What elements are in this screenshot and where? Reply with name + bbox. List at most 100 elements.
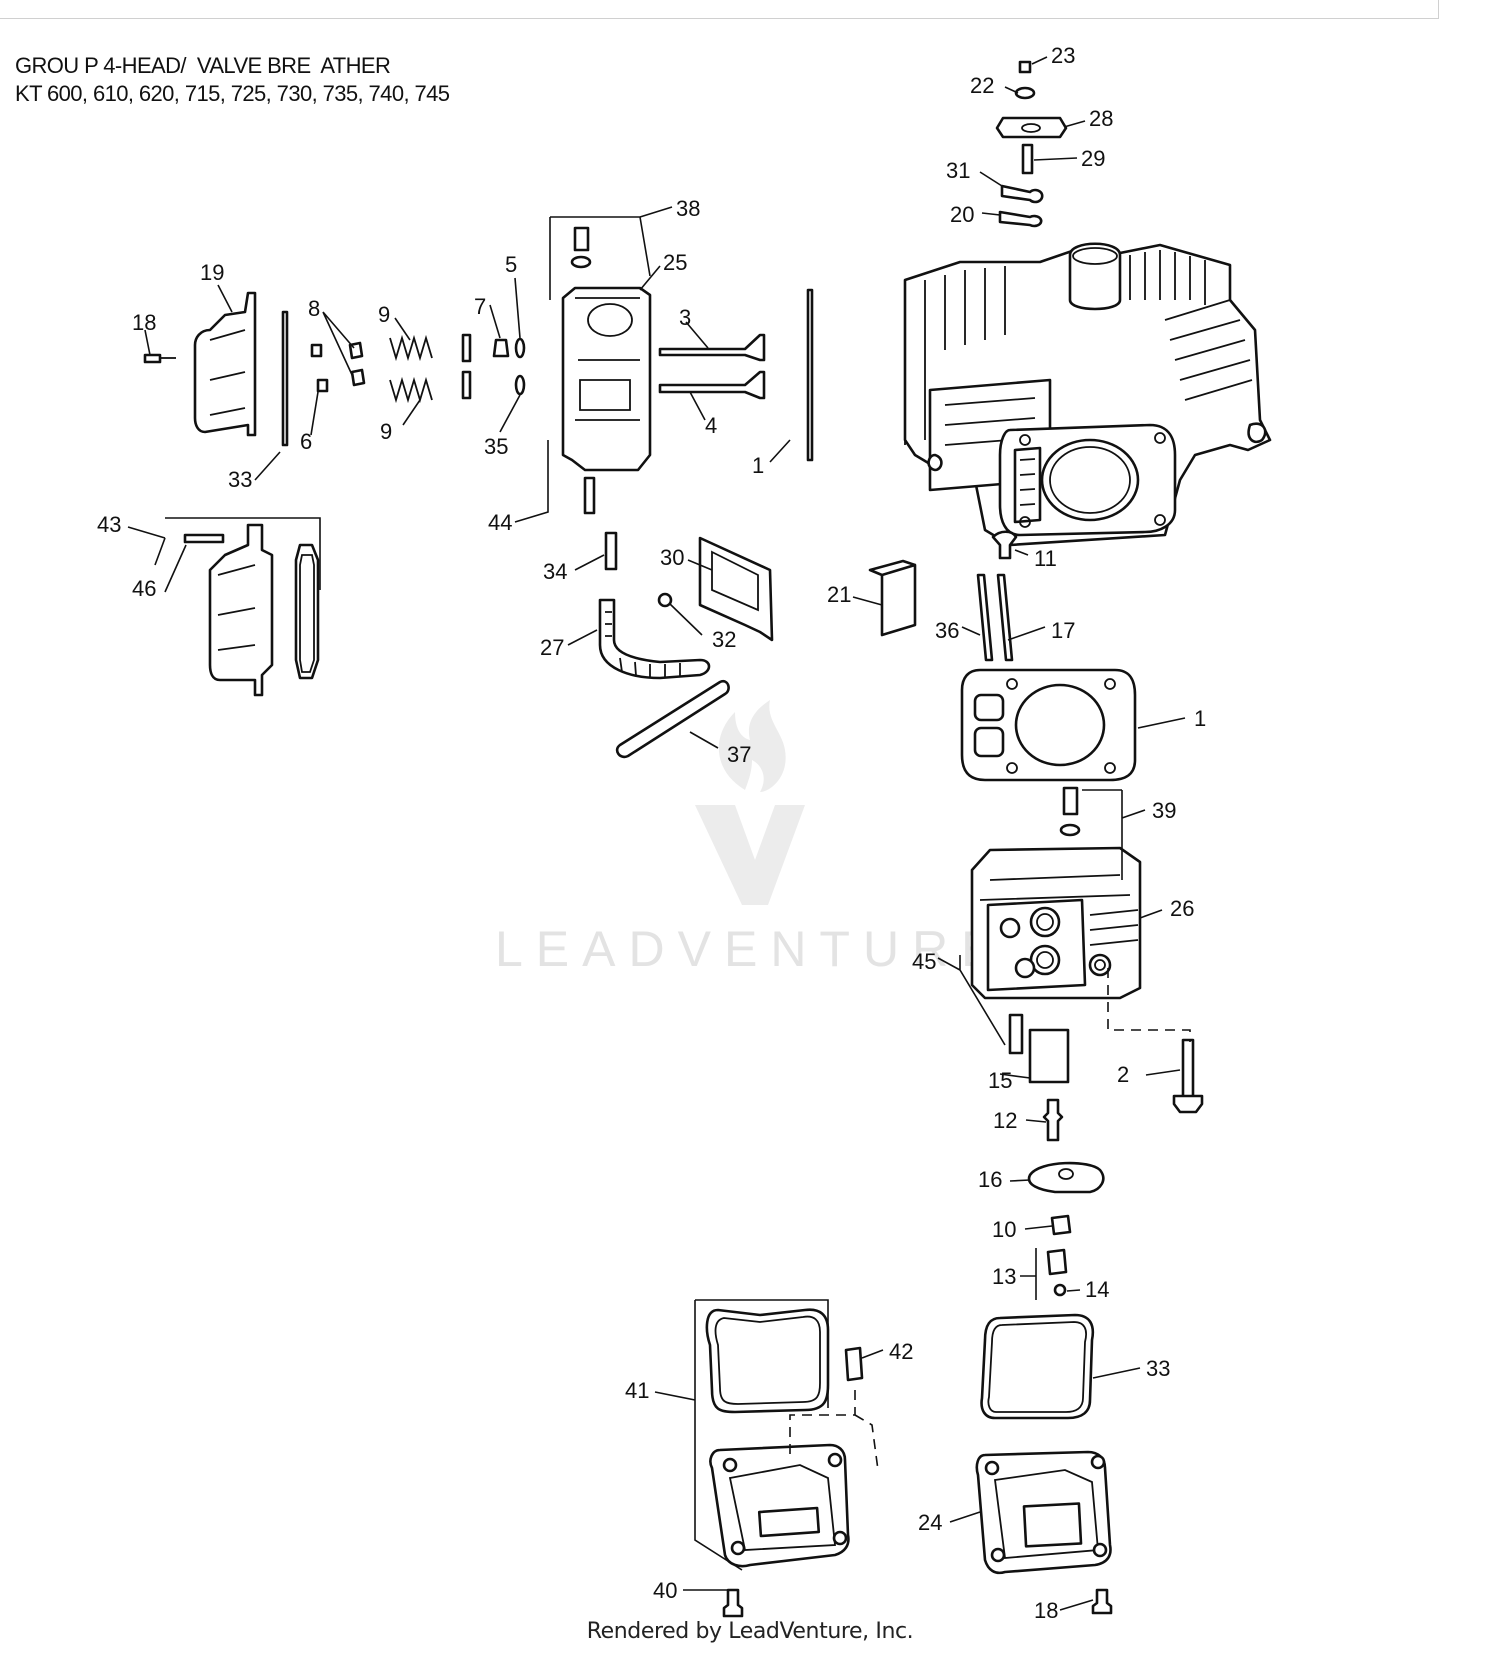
callout-11: 11 <box>1034 546 1057 571</box>
callout-35: 35 <box>484 434 508 459</box>
head-gasket <box>960 668 1137 782</box>
callout-41: 41 <box>625 1378 649 1403</box>
callout-21: 21 <box>827 582 851 607</box>
engine-block <box>903 242 1272 547</box>
part-45-stud <box>1008 1013 1024 1055</box>
part-19-cover <box>193 291 257 437</box>
part-37-tube <box>615 679 730 759</box>
part-20-terminal <box>998 210 1043 228</box>
part-36-pushrod <box>976 573 994 662</box>
part-11-lifter <box>991 530 1018 560</box>
part-13-pivot <box>1046 1248 1068 1276</box>
valve-train-parts <box>310 333 526 404</box>
part-2-bolt <box>1181 1038 1195 1100</box>
part-16-rocker-arm <box>1027 1161 1105 1194</box>
part-pushrod-seat-lower <box>461 370 472 400</box>
callout-43: 43 <box>97 512 121 537</box>
part-27-hose <box>598 598 711 680</box>
part-31-terminal <box>1000 184 1044 204</box>
footer-credit: Rendered by LeadVenture, Inc. <box>586 1619 914 1644</box>
watermark: LEADVENTURE <box>495 700 1008 977</box>
part-41-gasket <box>705 1308 830 1414</box>
callout-2: 2 <box>1117 1062 1129 1087</box>
part-40-bolt <box>722 1588 744 1618</box>
callout-20: 20 <box>950 202 974 227</box>
diagram-title: GROU P 4-HEAD/ VALVE BRE ATHER KT 600, 6… <box>15 52 450 108</box>
callout-17: 17 <box>1051 618 1075 643</box>
watermark-v-icon <box>695 805 805 905</box>
callout-13: 13 <box>992 1264 1016 1289</box>
part-33-gasket-right <box>980 1313 1095 1420</box>
callout-30: 30 <box>660 545 684 570</box>
callout-22: 22 <box>970 73 994 98</box>
part-30-gasket-plate <box>698 536 774 642</box>
callout-9-lower: 9 <box>380 419 392 444</box>
part-14-ball <box>1053 1283 1067 1297</box>
callout-3: 3 <box>679 305 691 330</box>
part-18-bolt <box>143 353 162 364</box>
callout-labels: 23 22 28 29 31 20 38 25 19 18 8 9 7 5 3 … <box>97 43 1206 1623</box>
right-divider <box>1438 0 1439 19</box>
part-7-seal <box>492 338 510 358</box>
callout-8: 8 <box>308 296 320 321</box>
head-bolt-right <box>1062 786 1079 816</box>
valve-cover-right <box>975 1313 1113 1615</box>
part-9-spring-upper <box>389 334 433 362</box>
callout-4: 4 <box>705 413 717 438</box>
pushrod-area-parts <box>868 530 1018 662</box>
part-1-gasket-upper <box>806 288 814 462</box>
part-42-fitting <box>844 1346 864 1382</box>
watermark-flame-icon <box>718 700 786 792</box>
part-9-spring-lower <box>389 376 433 404</box>
part-21-block <box>868 559 917 637</box>
callout-46: 46 <box>132 576 156 601</box>
callout-39: 39 <box>1152 798 1176 823</box>
callout-32: 32 <box>712 627 736 652</box>
part-46-bolt <box>183 533 225 544</box>
callout-26: 26 <box>1170 896 1194 921</box>
part-22-washer <box>1014 86 1036 100</box>
leader-lines <box>127 56 1191 1611</box>
callout-18-lower: 18 <box>1034 1598 1058 1623</box>
callout-18: 18 <box>132 310 156 335</box>
part-35-washer <box>514 374 526 396</box>
left-valve-cover-group <box>143 291 289 447</box>
part-6-key-lower <box>316 378 329 393</box>
callout-42: 42 <box>889 1339 913 1364</box>
watermark-text: LEADVENTURE <box>495 921 1008 977</box>
cylinder-head-left <box>561 226 652 515</box>
part-10-nut <box>1050 1214 1072 1236</box>
rocker-components <box>1027 1098 1105 1297</box>
misc-middle-parts <box>598 531 774 759</box>
callout-1-upper: 1 <box>752 453 764 478</box>
callout-27: 27 <box>540 635 564 660</box>
callout-6: 6 <box>300 429 312 454</box>
part-12-stud <box>1042 1098 1064 1142</box>
callout-45: 45 <box>912 949 936 974</box>
callout-10: 10 <box>992 1217 1016 1242</box>
part-18-bolt-lower <box>1091 1588 1113 1615</box>
callout-9-upper: 9 <box>378 302 390 327</box>
callout-14: 14 <box>1085 1277 1109 1302</box>
part-34-stud <box>604 531 618 571</box>
callout-44: 44 <box>488 510 512 535</box>
callout-28: 28 <box>1089 106 1113 131</box>
callout-31: 31 <box>946 158 970 183</box>
part-15-plate <box>1028 1028 1070 1084</box>
part-8-retainer-lower <box>350 368 366 387</box>
part-17-pushrod <box>996 573 1014 662</box>
callout-33-right: 33 <box>1146 1356 1170 1381</box>
callout-15: 15 <box>988 1068 1012 1093</box>
callout-34: 34 <box>543 559 567 584</box>
top-divider <box>0 18 1438 19</box>
title-line-1: GROU P 4-HEAD/ VALVE BRE ATHER <box>15 53 391 78</box>
breather-top-assembly <box>995 60 1068 228</box>
callout-38: 38 <box>676 196 700 221</box>
cylinder-head-right <box>970 786 1204 1114</box>
callout-19: 19 <box>200 260 224 285</box>
callout-40: 40 <box>653 1578 677 1603</box>
part-5-washer <box>514 337 526 359</box>
part-32-screw <box>657 592 673 608</box>
part-25-head <box>561 286 652 472</box>
